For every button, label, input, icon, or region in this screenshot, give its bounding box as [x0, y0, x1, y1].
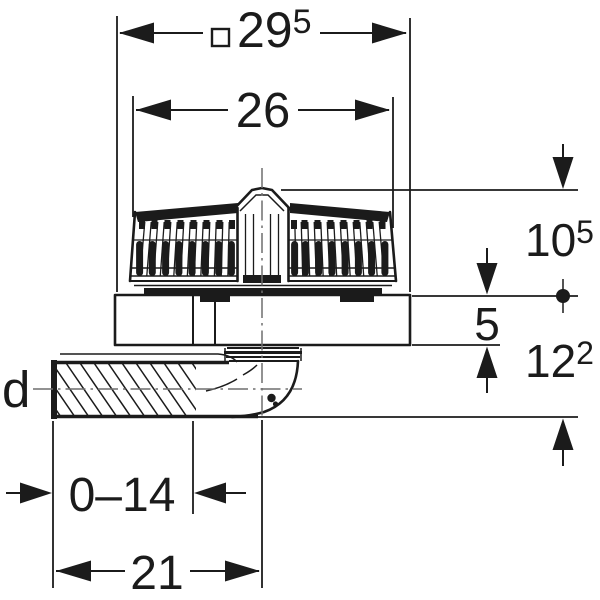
dim-height-top-label: 105 — [525, 214, 594, 266]
dim-grate-width: 26 — [136, 84, 390, 138]
outlet-pipe-section — [51, 353, 258, 419]
dim-insertion-range-label: 0–14 — [69, 469, 176, 522]
arrowhead-up-icon — [476, 346, 498, 378]
dim-height-to-grate-top: 105 — [525, 144, 594, 313]
dim-grate-width-label: 26 — [236, 84, 291, 138]
dim-depth-below-label: 122 — [525, 335, 594, 387]
dome-cap — [231, 186, 293, 283]
pipe-hatching — [57, 363, 196, 416]
dim-depth-below-flange: 122 — [525, 335, 594, 466]
arrowhead-right-icon — [372, 22, 407, 44]
arrowhead-left-icon — [119, 22, 154, 44]
arrowhead-right-icon — [225, 560, 260, 582]
arrowhead-left-icon — [194, 482, 226, 504]
grate-base-bar — [144, 288, 382, 296]
dim-flange-height-label: 5 — [474, 298, 500, 350]
chain-dot — [556, 289, 570, 303]
dim-outlet-length: 21 — [56, 547, 260, 600]
arrowhead-down-icon — [476, 263, 498, 295]
arrowhead-right-icon — [20, 482, 52, 504]
square-symbol — [210, 27, 231, 48]
arrowhead-right-icon — [355, 99, 390, 121]
dim-flange-height: 5 — [474, 248, 500, 393]
dim-square-width: 295 — [119, 2, 407, 58]
grate-ribs — [136, 220, 389, 277]
dim-square-width-label: 295 — [237, 2, 312, 58]
pipe-diameter-label: d — [2, 361, 30, 418]
drain-elbow — [205, 347, 302, 419]
arrowhead-up-icon — [552, 418, 574, 450]
centerlines — [33, 168, 302, 420]
strainer-grate — [128, 186, 398, 302]
elbow-lug — [267, 393, 276, 403]
arrowhead-left-icon — [56, 560, 91, 582]
dim-insertion-range: 0–14 — [6, 469, 246, 522]
dim-outlet-length-label: 21 — [130, 547, 183, 600]
arrowhead-left-icon — [136, 99, 171, 121]
arrowhead-down-icon — [552, 157, 574, 189]
